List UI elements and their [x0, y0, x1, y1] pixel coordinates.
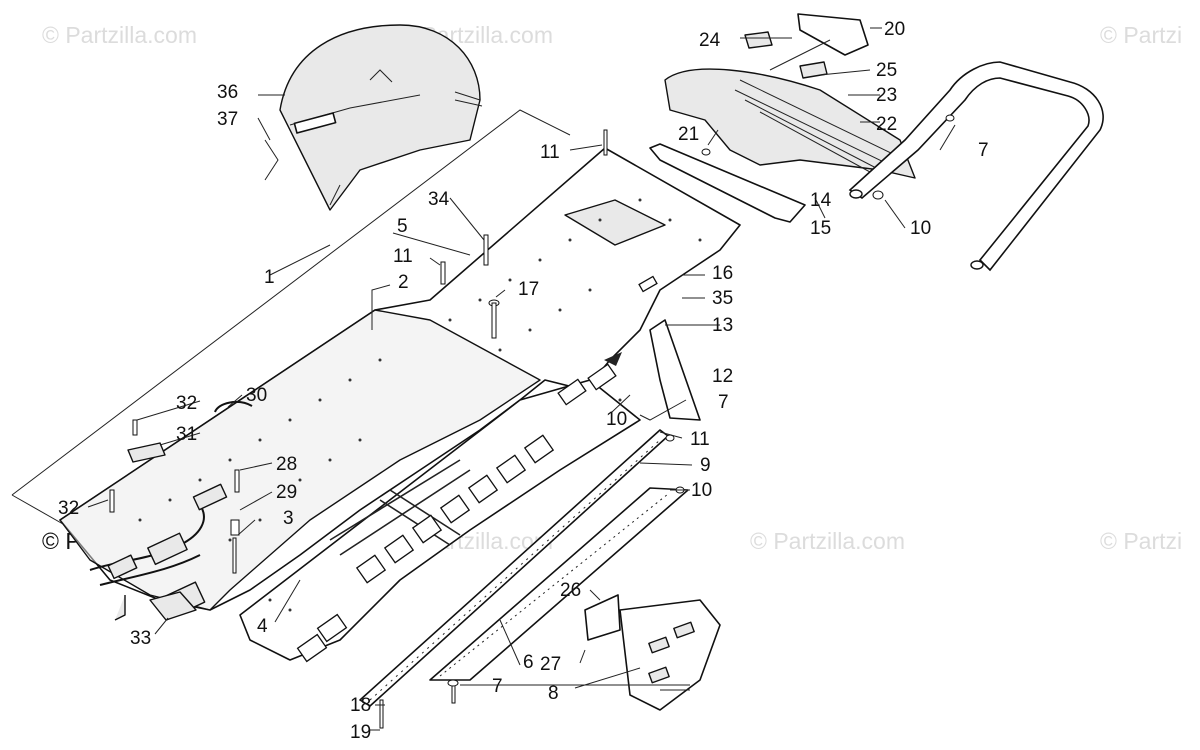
seat-bag	[264, 24, 483, 211]
callout-36: 36	[217, 82, 238, 103]
wiring-harness	[89, 401, 253, 621]
callout-7-mid: 7	[718, 392, 729, 413]
callout-8: 8	[548, 683, 559, 704]
callout-14: 14	[810, 190, 832, 211]
watermark: © Partzilla.com	[750, 528, 905, 554]
callout-23: 23	[876, 85, 897, 106]
callout-17: 17	[518, 279, 539, 300]
callout-29: 29	[276, 482, 297, 503]
rear-storage-cover	[649, 13, 916, 223]
callout-11-top: 11	[540, 142, 560, 163]
callout-16: 16	[712, 263, 733, 284]
callout-labels: 1 2 3 4 5 6 7 7 7 8 9 10 10 10 11 11 11 …	[58, 19, 989, 743]
callout-21: 21	[678, 124, 699, 145]
callout-32-top: 32	[176, 393, 197, 414]
callout-15: 15	[810, 218, 831, 239]
rear-bumper-plate	[584, 594, 721, 711]
callout-2: 2	[398, 272, 409, 293]
callout-19: 19	[350, 722, 371, 743]
watermark: © Partzi	[1100, 22, 1183, 48]
callout-10-bottom: 10	[691, 480, 712, 501]
watermark: © Partzilla.com	[42, 22, 197, 48]
callout-11-right: 11	[690, 429, 710, 450]
callout-25: 25	[876, 60, 897, 81]
callout-7-bottom: 7	[492, 676, 503, 697]
callout-12: 12	[712, 366, 733, 387]
callout-24: 24	[699, 30, 721, 51]
callout-20: 20	[884, 19, 905, 40]
callout-6: 6	[523, 652, 534, 673]
callout-10-top: 10	[910, 218, 931, 239]
watermark: © Partzi	[1100, 528, 1183, 554]
callout-1: 1	[264, 267, 275, 288]
callout-33: 33	[130, 628, 151, 649]
callout-4: 4	[257, 616, 268, 637]
callout-7-top: 7	[978, 140, 989, 161]
callout-9: 9	[700, 455, 711, 476]
callout-32-left: 32	[58, 498, 79, 519]
assembly-outline	[11, 109, 571, 529]
callout-31: 31	[176, 424, 197, 445]
rear-grab-bar	[848, 61, 1104, 272]
callout-28: 28	[276, 454, 297, 475]
callout-13: 13	[712, 315, 733, 336]
callout-18: 18	[350, 695, 371, 716]
callout-5: 5	[397, 216, 408, 237]
running-board-rail	[359, 429, 689, 707]
callout-30: 30	[246, 385, 267, 406]
callout-37: 37	[217, 109, 238, 130]
support-bracket	[649, 319, 701, 421]
callout-3: 3	[283, 508, 294, 529]
callout-10-mid: 10	[606, 409, 627, 430]
leader-lines	[87, 27, 956, 731]
callout-35: 35	[712, 288, 733, 309]
callout-27: 27	[540, 654, 561, 675]
callout-26: 26	[560, 580, 581, 601]
callout-34: 34	[428, 189, 450, 210]
callout-11-left: 11	[393, 246, 413, 267]
fasteners	[109, 114, 955, 729]
callout-22: 22	[876, 114, 897, 135]
